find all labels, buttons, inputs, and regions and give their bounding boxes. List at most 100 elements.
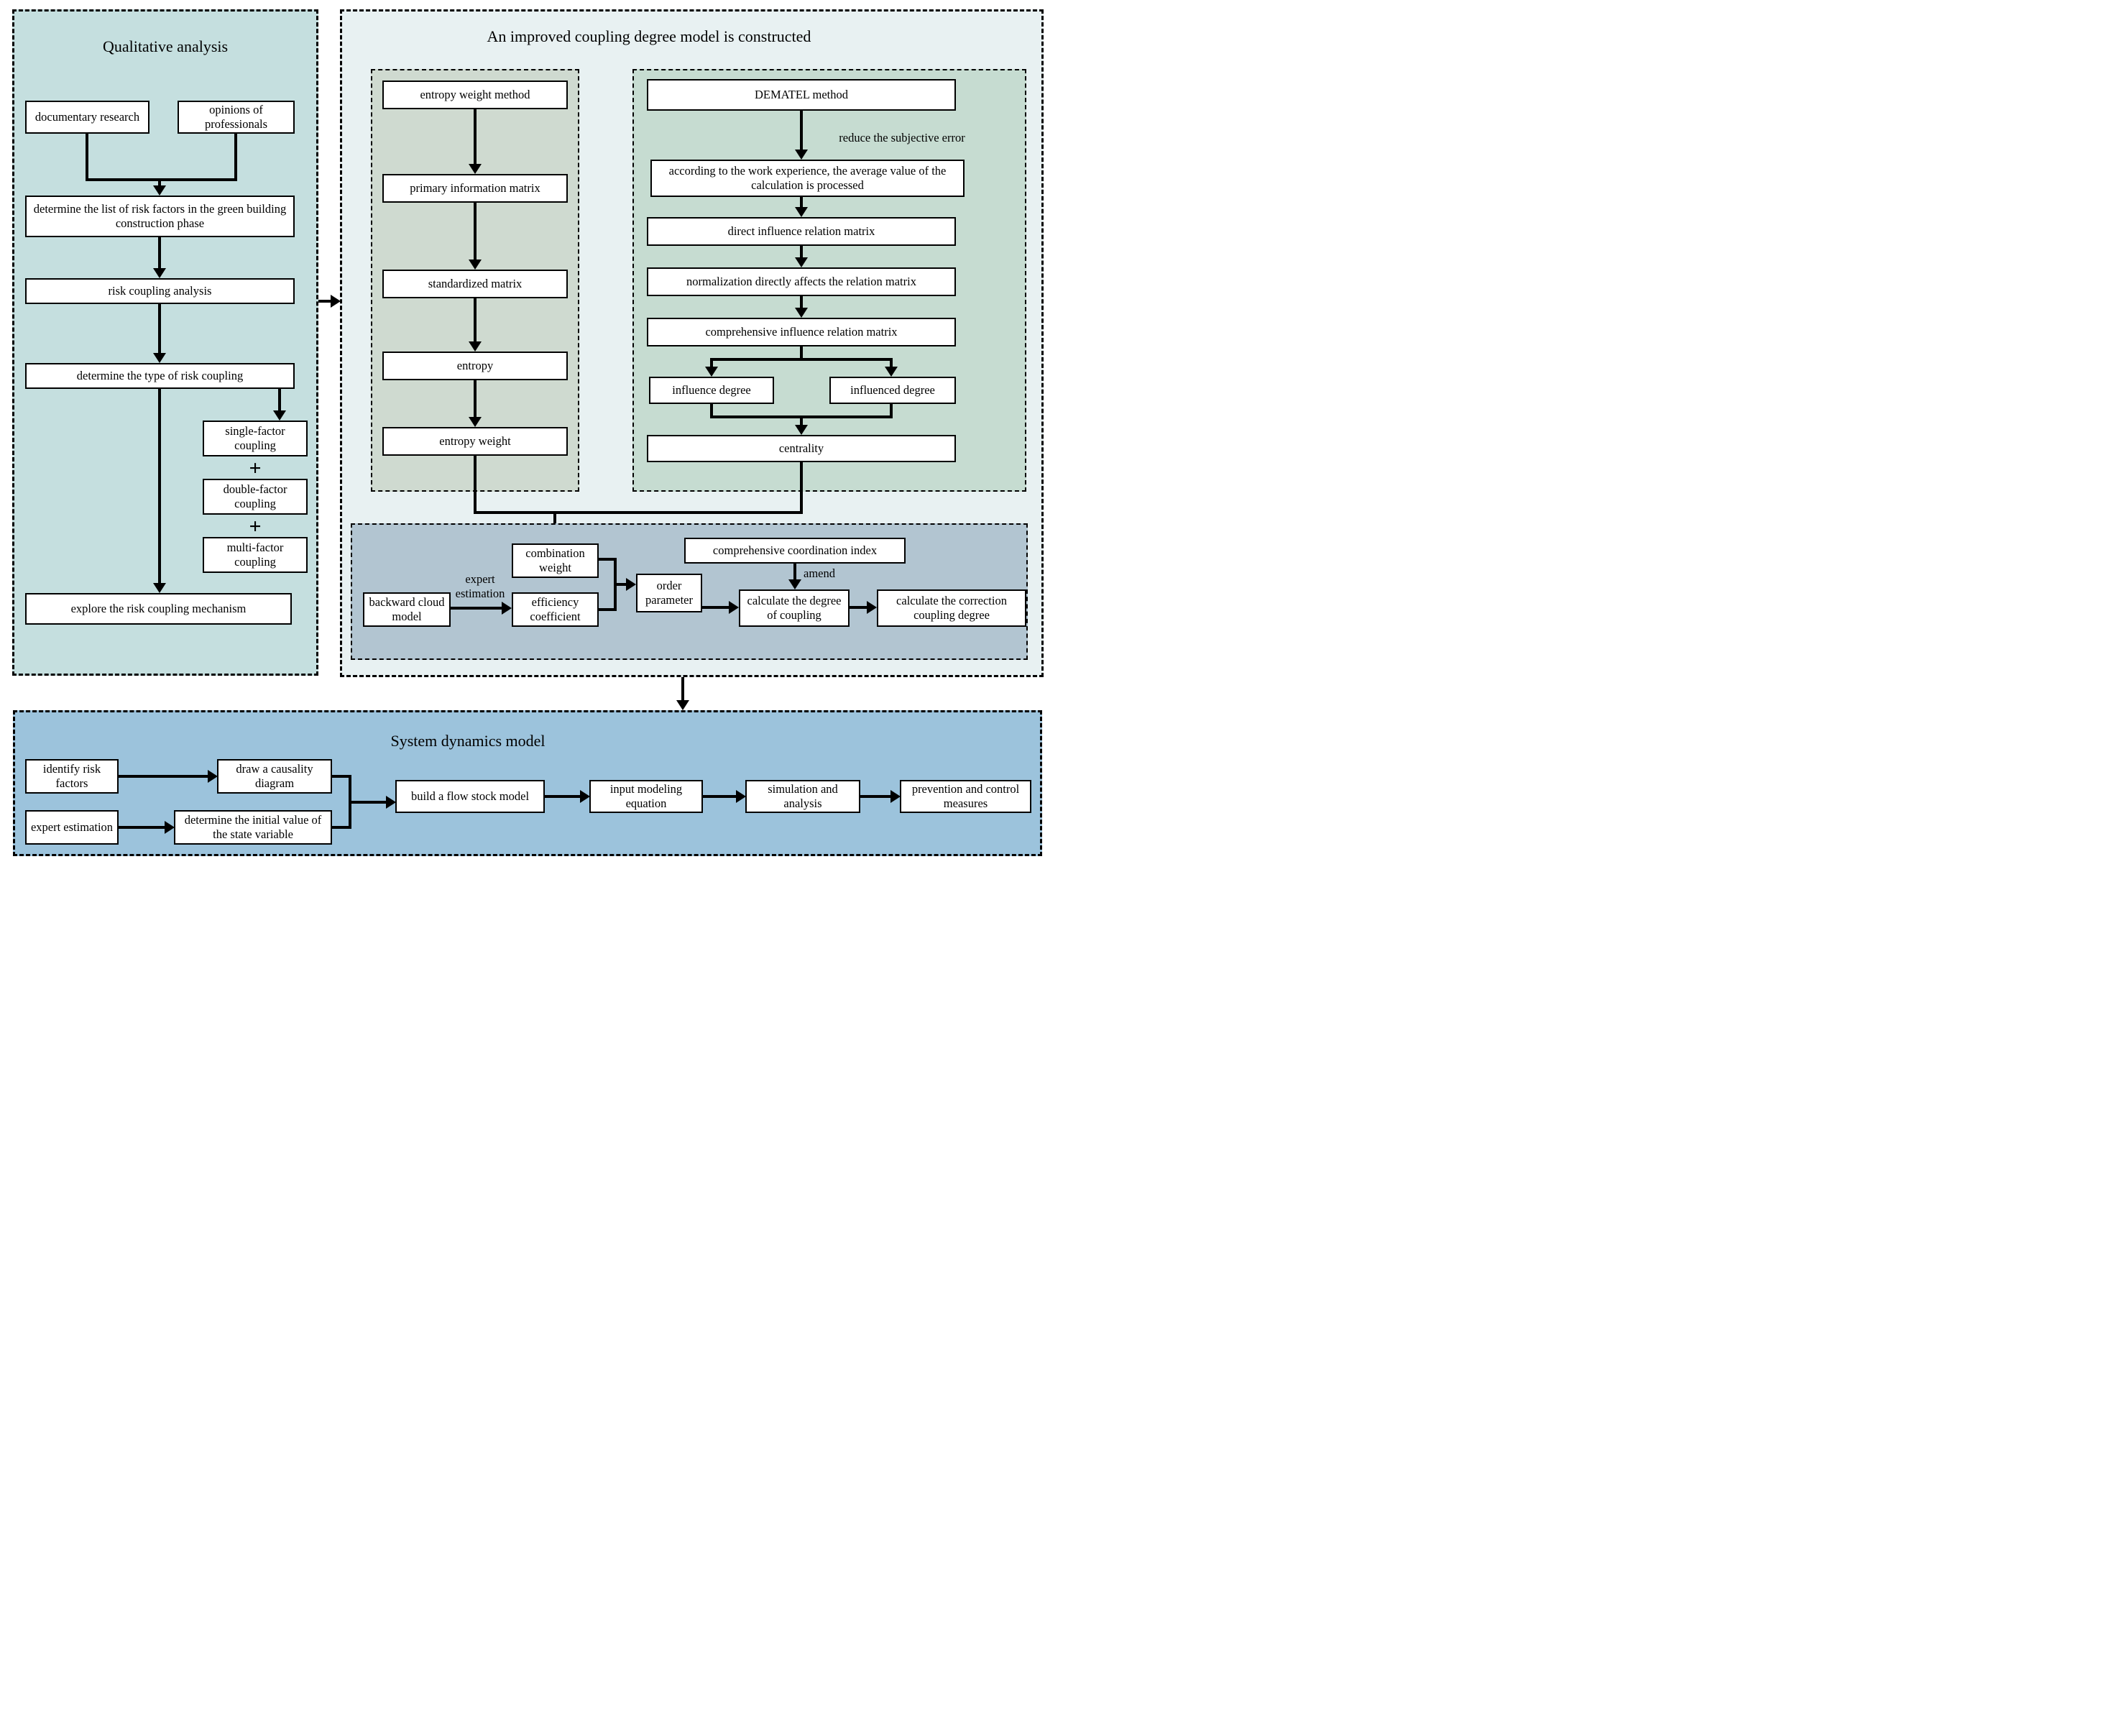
expert-estimation-label: expert estimation — [455, 572, 505, 600]
identify-risk-factors-label: identify risk factors — [42, 761, 101, 790]
single-factor-coupling-label: single-factor coupling — [225, 423, 285, 452]
efficiency-coefficient-label: efficiency coefficient — [530, 594, 581, 623]
arrow-down-icon — [795, 150, 808, 160]
connector-line — [793, 564, 796, 579]
coordination-index-box: comprehensive coordination index — [684, 538, 906, 564]
influence-degree-box: influence degree — [649, 377, 774, 404]
reduce-error-label: reduce the subjective error — [839, 131, 965, 144]
determine-risk-list-box: determine the list of risk factors in th… — [25, 196, 295, 237]
connector-line — [86, 134, 88, 180]
prevention-control-label: prevention and control measures — [911, 781, 1020, 810]
primary-matrix-box: primary information matrix — [382, 174, 568, 203]
arrow-right-icon — [626, 578, 636, 591]
connector-line — [850, 606, 867, 609]
coordination-index-label: comprehensive coordination index — [712, 543, 878, 557]
improved-model-panel-title: An improved coupling degree model is con… — [487, 27, 811, 45]
centrality-box: centrality — [647, 435, 956, 462]
arrow-right-icon — [580, 790, 590, 803]
connector-line — [703, 795, 736, 798]
according-experience-box: according to the work experience, the av… — [650, 160, 965, 197]
influenced-degree-box: influenced degree — [829, 377, 956, 404]
arrow-right-icon — [729, 601, 739, 614]
according-experience-label: according to the work experience, the av… — [668, 163, 947, 192]
input-modeling-equation-label: input modeling equation — [609, 781, 683, 810]
connector-line — [702, 606, 729, 609]
prevention-control-box: prevention and control measures — [900, 780, 1031, 813]
connector-line — [451, 607, 502, 610]
centrality-label: centrality — [778, 441, 824, 455]
determine-coupling-type-label: determine the type of risk coupling — [76, 368, 244, 382]
order-parameter-label: order parameter — [645, 578, 693, 607]
connector-line — [318, 300, 331, 303]
simulation-analysis-label: simulation and analysis — [768, 781, 838, 810]
opinions-professionals-label: opinions of professionals — [204, 102, 268, 131]
connector-line — [474, 109, 477, 165]
entropy-method-label: entropy weight method — [420, 87, 530, 101]
standardized-matrix-label: standardized matrix — [428, 276, 523, 290]
plus-sign: + — [249, 456, 262, 480]
combination-weight-label: combination weight — [525, 546, 585, 574]
arrow-down-icon — [153, 185, 166, 196]
connector-line — [545, 795, 580, 798]
connector-line — [119, 826, 165, 829]
connector-line — [710, 404, 713, 417]
causality-diagram-box: draw a causality diagram — [217, 759, 332, 794]
entropy-method-box: entropy weight method — [382, 81, 568, 109]
arrow-right-icon — [208, 770, 218, 783]
risk-coupling-analysis-box: risk coupling analysis — [25, 278, 295, 304]
explore-mechanism-label: explore the risk coupling mechanism — [70, 601, 247, 615]
dematel-method-label: DEMATEL method — [755, 87, 848, 101]
amend-label: amend — [804, 566, 835, 580]
connector-line — [474, 380, 477, 418]
causality-diagram-label: draw a causality diagram — [236, 761, 313, 790]
entropy-weight-label: entropy weight — [439, 433, 511, 448]
multi-factor-coupling-label: multi-factor coupling — [226, 540, 284, 569]
connector-line — [474, 511, 803, 514]
connector-line — [278, 389, 281, 410]
connector-line — [800, 197, 803, 208]
arrow-down-icon — [795, 257, 808, 267]
system-dynamics-panel-title: System dynamics model — [390, 732, 546, 750]
determine-coupling-type-box: determine the type of risk coupling — [25, 363, 295, 389]
connector-line — [800, 346, 803, 359]
connector-line — [800, 111, 803, 150]
direct-influence-label: direct influence relation matrix — [727, 224, 875, 238]
arrow-down-icon — [153, 268, 166, 278]
arrow-right-icon — [867, 601, 877, 614]
arrow-down-icon — [788, 579, 801, 589]
backward-cloud-model-label: backward cloud model — [369, 594, 445, 623]
connector-line — [710, 359, 713, 367]
connector-line — [351, 801, 386, 804]
normalization-box: normalization directly affects the relat… — [647, 267, 956, 296]
arrow-down-icon — [273, 410, 286, 421]
connector-line — [599, 608, 617, 611]
qualitative-panel-title: Qualitative analysis — [102, 37, 229, 55]
influence-degree-label: influence degree — [672, 382, 751, 397]
flow-stock-model-box: build a flow stock model — [395, 780, 545, 813]
connector-line — [158, 180, 161, 188]
documentary-research-box: documentary research — [25, 101, 149, 134]
double-factor-coupling-box: double-factor coupling — [203, 479, 308, 515]
connector-line — [710, 358, 893, 361]
arrow-down-icon — [676, 700, 689, 710]
double-factor-coupling-label: double-factor coupling — [223, 482, 287, 510]
connector-line — [158, 237, 161, 268]
connector-line — [158, 389, 161, 583]
backward-cloud-model-box: backward cloud model — [363, 592, 451, 627]
single-factor-coupling-box: single-factor coupling — [203, 421, 308, 456]
arrow-right-icon — [736, 790, 746, 803]
connector-line — [474, 203, 477, 260]
flowchart-canvas: Qualitative analysis documentary researc… — [0, 0, 1054, 868]
normalization-label: normalization directly affects the relat… — [686, 274, 916, 288]
dematel-method-box: DEMATEL method — [647, 79, 956, 111]
comprehensive-influence-label: comprehensive influence relation matrix — [705, 324, 898, 339]
arrow-down-icon — [469, 417, 482, 427]
connector-line — [890, 359, 893, 367]
explore-mechanism-box: explore the risk coupling mechanism — [25, 593, 292, 625]
arrow-down-icon — [885, 367, 898, 377]
connector-line — [332, 826, 351, 829]
initial-value-label: determine the initial value of the state… — [184, 812, 322, 841]
connector-line — [119, 775, 208, 778]
flow-stock-model-label: build a flow stock model — [410, 789, 530, 803]
arrow-down-icon — [795, 425, 808, 435]
